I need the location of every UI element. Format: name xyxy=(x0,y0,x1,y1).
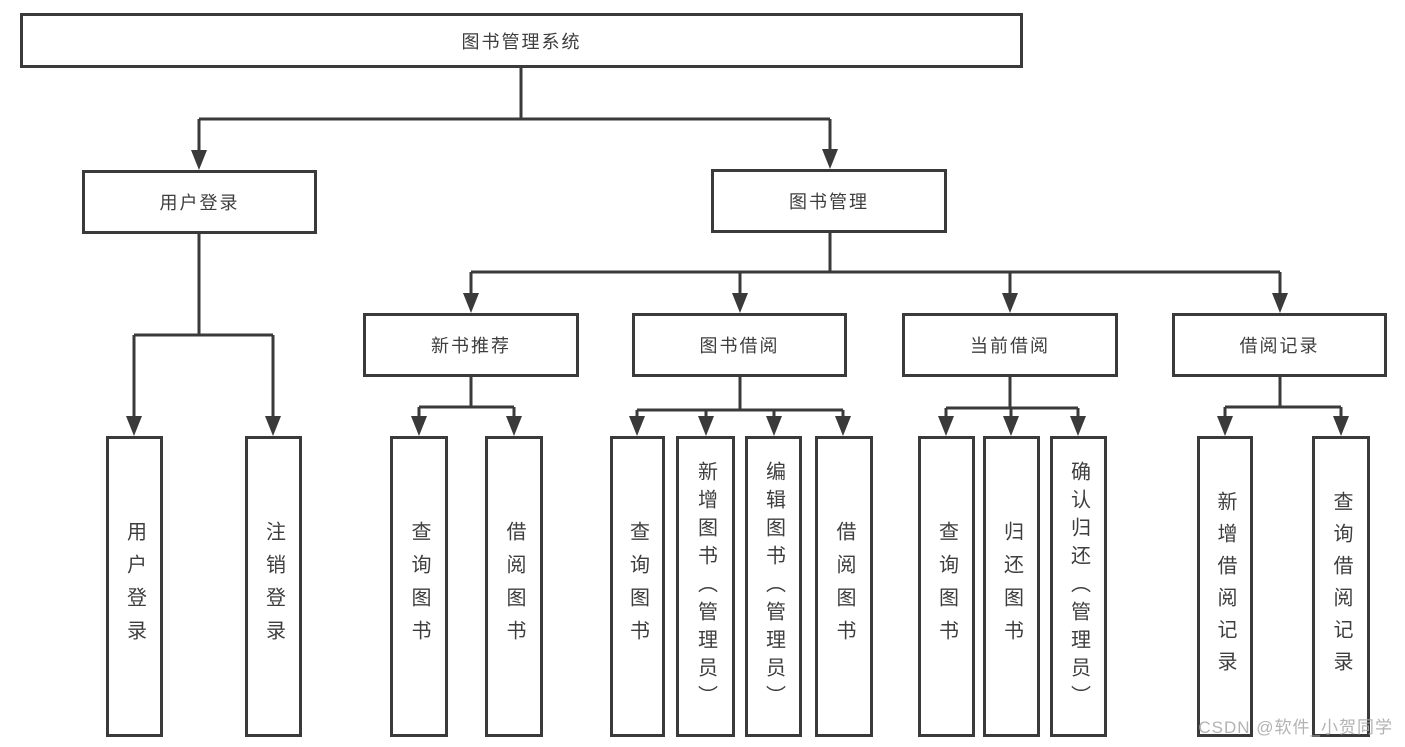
leaf-label: 查询图书 xyxy=(408,520,430,653)
node-new-book-recommend: 新书推荐 xyxy=(363,313,579,377)
arrowhead xyxy=(1333,416,1349,436)
leaf-label: 编辑图书（管理员） xyxy=(762,460,785,713)
leaf-label: 注销登录 xyxy=(262,520,285,653)
arrowhead xyxy=(629,416,645,436)
node-label: 新书推荐 xyxy=(431,336,511,356)
node-label: 当前借阅 xyxy=(970,336,1050,356)
leaf-bb-edit-books-admin: 编辑图书（管理员） xyxy=(745,436,802,737)
arrowhead xyxy=(1002,293,1018,313)
node-label: 用户登录 xyxy=(159,193,240,213)
arrowhead xyxy=(835,416,851,436)
leaf-br-add-record: 新增借阅记录 xyxy=(1197,436,1253,737)
arrowhead xyxy=(191,150,207,170)
node-label: 图书管理 xyxy=(789,192,869,212)
leaf-label: 查询图书 xyxy=(626,520,649,653)
arrowhead xyxy=(506,416,522,436)
node-borrow-records: 借阅记录 xyxy=(1172,313,1387,377)
leaf-label: 新增图书（管理员） xyxy=(694,460,717,713)
arrowhead xyxy=(265,416,281,436)
arrowhead xyxy=(463,293,479,313)
leaf-label: 确认归还（管理员） xyxy=(1067,460,1090,713)
leaf-bb-query-books: 查询图书 xyxy=(610,436,665,737)
leaf-label: 归还图书 xyxy=(1000,520,1023,653)
node-book-borrow: 图书借阅 xyxy=(632,313,847,377)
arrowhead xyxy=(732,293,748,313)
arrowhead xyxy=(1070,416,1086,436)
arrowhead xyxy=(1003,416,1019,436)
arrowhead xyxy=(822,149,838,169)
node-current-borrow: 当前借阅 xyxy=(902,313,1118,377)
arrowhead xyxy=(411,416,427,436)
leaf-cb-query-books: 查询图书 xyxy=(918,436,975,737)
node-label: 图书借阅 xyxy=(699,336,780,356)
leaf-label: 借阅图书 xyxy=(503,520,525,653)
node-user-login: 用户登录 xyxy=(82,170,317,234)
arrowhead xyxy=(766,416,782,436)
leaf-label: 查询借阅记录 xyxy=(1330,490,1352,683)
csdn-watermark: CSDN @软件_小贺同学 xyxy=(1198,718,1393,737)
leaf-cb-return-books: 归还图书 xyxy=(983,436,1040,737)
leaf-label: 借阅图书 xyxy=(833,520,855,653)
node-book-management: 图书管理 xyxy=(711,169,947,233)
leaf-bb-add-books-admin: 新增图书（管理员） xyxy=(676,436,735,737)
leaf-bb-borrow-books: 借阅图书 xyxy=(815,436,873,737)
leaf-user-login: 用户登录 xyxy=(106,436,163,737)
leaf-label: 用户登录 xyxy=(123,520,146,653)
arrowhead xyxy=(126,416,142,436)
leaf-rec-query-books: 查询图书 xyxy=(390,436,448,737)
node-library-system: 图书管理系统 xyxy=(20,13,1023,68)
arrowhead xyxy=(938,416,954,436)
node-label: 图书管理系统 xyxy=(461,31,582,52)
arrowhead xyxy=(698,416,714,436)
leaf-br-query-record: 查询借阅记录 xyxy=(1312,436,1370,737)
arrowhead xyxy=(1272,293,1288,313)
leaf-cb-confirm-return-admin: 确认归还（管理员） xyxy=(1050,436,1107,737)
arrowhead xyxy=(1217,416,1233,436)
node-label: 借阅记录 xyxy=(1239,336,1320,356)
leaf-logout: 注销登录 xyxy=(245,436,302,737)
leaf-rec-borrow-books: 借阅图书 xyxy=(485,436,543,737)
leaf-label: 新增借阅记录 xyxy=(1214,490,1236,683)
leaf-label: 查询图书 xyxy=(935,520,958,653)
